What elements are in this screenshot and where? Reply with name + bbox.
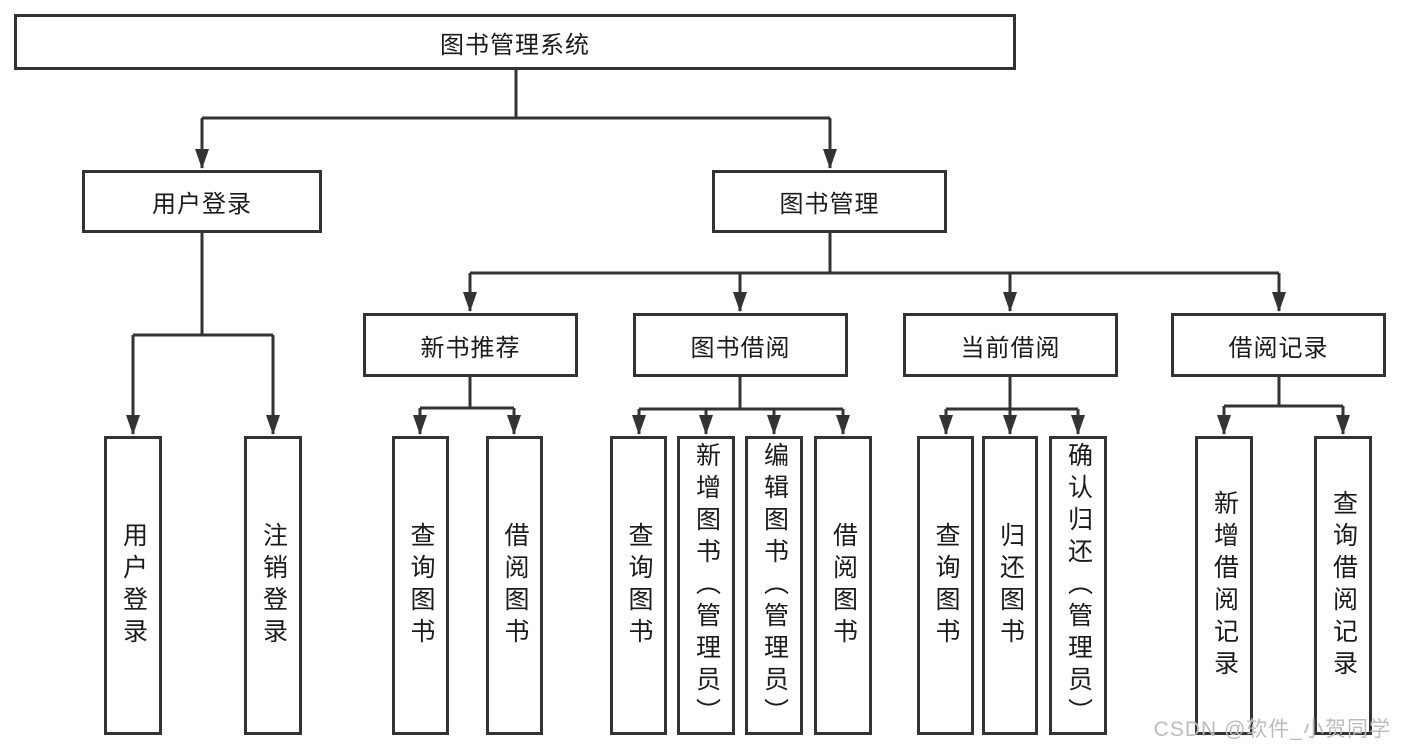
leaf-add-borrow-record: 新增借阅记录 [1195,436,1253,735]
node-user-login-label: 用户登录 [152,191,252,218]
leaf-query-books-2-label: 查询图书 [625,521,653,650]
leaf-confirm-return-admin-label: 确认归还（管理员） [1064,441,1093,730]
node-borrow-records: 借阅记录 [1171,313,1386,377]
leaf-borrow-books-2-label: 借阅图书 [829,521,858,650]
node-book-borrow-label: 图书借阅 [690,334,791,362]
leaf-borrow-books-1-label: 借阅图书 [501,521,529,650]
leaf-add-books-admin: 新增图书（管理员） [677,436,735,735]
leaf-add-books-admin-label: 新增图书（管理员） [692,441,721,730]
leaf-borrow-books-1: 借阅图书 [486,436,543,735]
node-book-borrow: 图书借阅 [633,313,848,377]
leaf-logout: 注销登录 [244,436,302,735]
leaf-add-borrow-record-label: 新增借阅记录 [1210,489,1239,682]
leaf-return-books-label: 归还图书 [996,521,1025,650]
leaf-confirm-return-admin: 确认归还（管理员） [1049,436,1107,735]
node-current-borrow: 当前借阅 [903,313,1118,377]
node-borrow-records-label: 借阅记录 [1228,334,1329,362]
node-root-system-label: 图书管理系统 [440,31,590,59]
leaf-user-login-label: 用户登录 [119,521,148,650]
leaf-query-books-1: 查询图书 [392,436,449,735]
node-book-management: 图书管理 [712,170,947,233]
leaf-borrow-books-2: 借阅图书 [814,436,872,735]
leaf-return-books: 归还图书 [982,436,1038,735]
node-user-login: 用户登录 [82,170,322,233]
leaf-query-books-3-label: 查询图书 [932,521,960,650]
leaf-user-login: 用户登录 [104,436,162,735]
node-current-borrow-label: 当前借阅 [960,334,1061,362]
leaf-query-books-3: 查询图书 [917,436,974,735]
leaf-query-books-1-label: 查询图书 [407,521,435,650]
leaf-edit-books-admin: 编辑图书（管理员） [745,436,803,735]
csdn-watermark: CSDN @软件_小贺同学 [1153,718,1391,741]
leaf-logout-label: 注销登录 [259,521,288,650]
leaf-query-books-2: 查询图书 [610,436,667,735]
leaf-edit-books-admin-label: 编辑图书（管理员） [760,441,789,730]
node-new-book-recommend: 新书推荐 [363,313,578,377]
leaf-query-borrow-record-label: 查询借阅记录 [1329,489,1358,682]
node-book-management-label: 图书管理 [779,191,880,218]
node-root-system: 图书管理系统 [14,14,1016,70]
leaf-query-borrow-record: 查询借阅记录 [1314,436,1372,735]
node-new-book-recommend-label: 新书推荐 [420,334,521,362]
